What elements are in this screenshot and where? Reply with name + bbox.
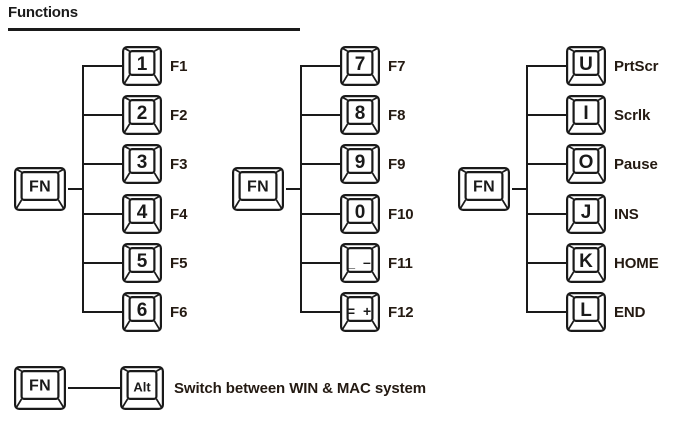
keycap-function-keys-f1-f6-4: 5 [122,243,162,283]
connector-branch-function-keys-f1-f6-0 [82,65,123,67]
modifier-keycap-fn-function-keys-f7-f12: FN [232,167,284,211]
keycap-function-keys-f7-f12-5: = + [340,292,380,332]
connector-branch-function-keys-f1-f6-5 [82,311,123,313]
connector-branch-function-keys-f7-f12-2 [300,163,341,165]
footer-connector-line [68,387,120,389]
keycap-system-keys-4: K [566,243,606,283]
modifier-keycap-fn-system-keys: FN [458,167,510,211]
connector-branch-system-keys-2 [526,163,567,165]
connector-branch-system-keys-4 [526,262,567,264]
shortcut-label-function-keys-f1-f6-4: F5 [170,255,188,272]
page-title: Functions [8,4,78,21]
shortcut-label-system-keys-5: END [614,304,646,321]
keycap-function-keys-f1-f6-1: 2 [122,95,162,135]
connector-branch-system-keys-1 [526,114,567,116]
keycap-function-keys-f1-f6-5: 6 [122,292,162,332]
keycap-system-keys-1: I [566,95,606,135]
connector-stub-function-keys-f7-f12 [286,188,302,190]
connector-spine-function-keys-f7-f12 [300,65,302,313]
shortcut-label-function-keys-f1-f6-0: F1 [170,58,188,75]
connector-branch-system-keys-5 [526,311,567,313]
connector-spine-system-keys [526,65,528,313]
keycap-function-keys-f7-f12-1: 8 [340,95,380,135]
keycap-function-keys-f1-f6-3: 4 [122,194,162,234]
connector-branch-function-keys-f1-f6-1 [82,114,123,116]
connector-stub-system-keys [512,188,528,190]
connector-stub-function-keys-f1-f6 [68,188,84,190]
footer-description: Switch between WIN & MAC system [174,380,426,397]
connector-branch-function-keys-f7-f12-5 [300,311,341,313]
shortcut-label-system-keys-3: INS [614,206,639,223]
keycap-system-keys-3: J [566,194,606,234]
shortcut-label-system-keys-1: Scrlk [614,107,651,124]
shortcut-label-system-keys-0: PrtScr [614,58,659,75]
keycap-function-keys-f1-f6-2: 3 [122,144,162,184]
connector-branch-function-keys-f7-f12-3 [300,213,341,215]
keycap-system-keys-2: O [566,144,606,184]
shortcut-label-function-keys-f1-f6-3: F4 [170,206,188,223]
shortcut-label-system-keys-2: Pause [614,156,658,173]
modifier-keycap-fn-function-keys-f1-f6: FN [14,167,66,211]
shortcut-label-function-keys-f1-f6-5: F6 [170,304,188,321]
connector-spine-function-keys-f1-f6 [82,65,84,313]
footer-modifier-keycap-fn: FN [14,366,66,410]
footer-keycap-alt: Alt [120,366,164,410]
shortcut-label-function-keys-f7-f12-2: F9 [388,156,406,173]
connector-branch-function-keys-f1-f6-2 [82,163,123,165]
shortcut-label-function-keys-f1-f6-2: F3 [170,156,188,173]
shortcut-label-function-keys-f7-f12-3: F10 [388,206,414,223]
title-underline-divider [8,28,300,31]
connector-branch-function-keys-f1-f6-4 [82,262,123,264]
connector-branch-system-keys-3 [526,213,567,215]
connector-branch-function-keys-f1-f6-3 [82,213,123,215]
shortcut-label-system-keys-4: HOME [614,255,659,272]
keycap-system-keys-5: L [566,292,606,332]
keycap-function-keys-f7-f12-3: 0 [340,194,380,234]
connector-branch-function-keys-f7-f12-0 [300,65,341,67]
shortcut-label-function-keys-f1-f6-1: F2 [170,107,188,124]
shortcut-label-function-keys-f7-f12-5: F12 [388,304,414,321]
keycap-function-keys-f1-f6-0: 1 [122,46,162,86]
connector-branch-function-keys-f7-f12-4 [300,262,341,264]
shortcut-label-function-keys-f7-f12-0: F7 [388,58,406,75]
keycap-function-keys-f7-f12-4: _ – [340,243,380,283]
connector-branch-function-keys-f7-f12-1 [300,114,341,116]
connector-branch-system-keys-0 [526,65,567,67]
shortcut-label-function-keys-f7-f12-1: F8 [388,107,406,124]
keycap-function-keys-f7-f12-0: 7 [340,46,380,86]
keycap-function-keys-f7-f12-2: 9 [340,144,380,184]
shortcut-label-function-keys-f7-f12-4: F11 [388,255,413,272]
keycap-system-keys-0: U [566,46,606,86]
